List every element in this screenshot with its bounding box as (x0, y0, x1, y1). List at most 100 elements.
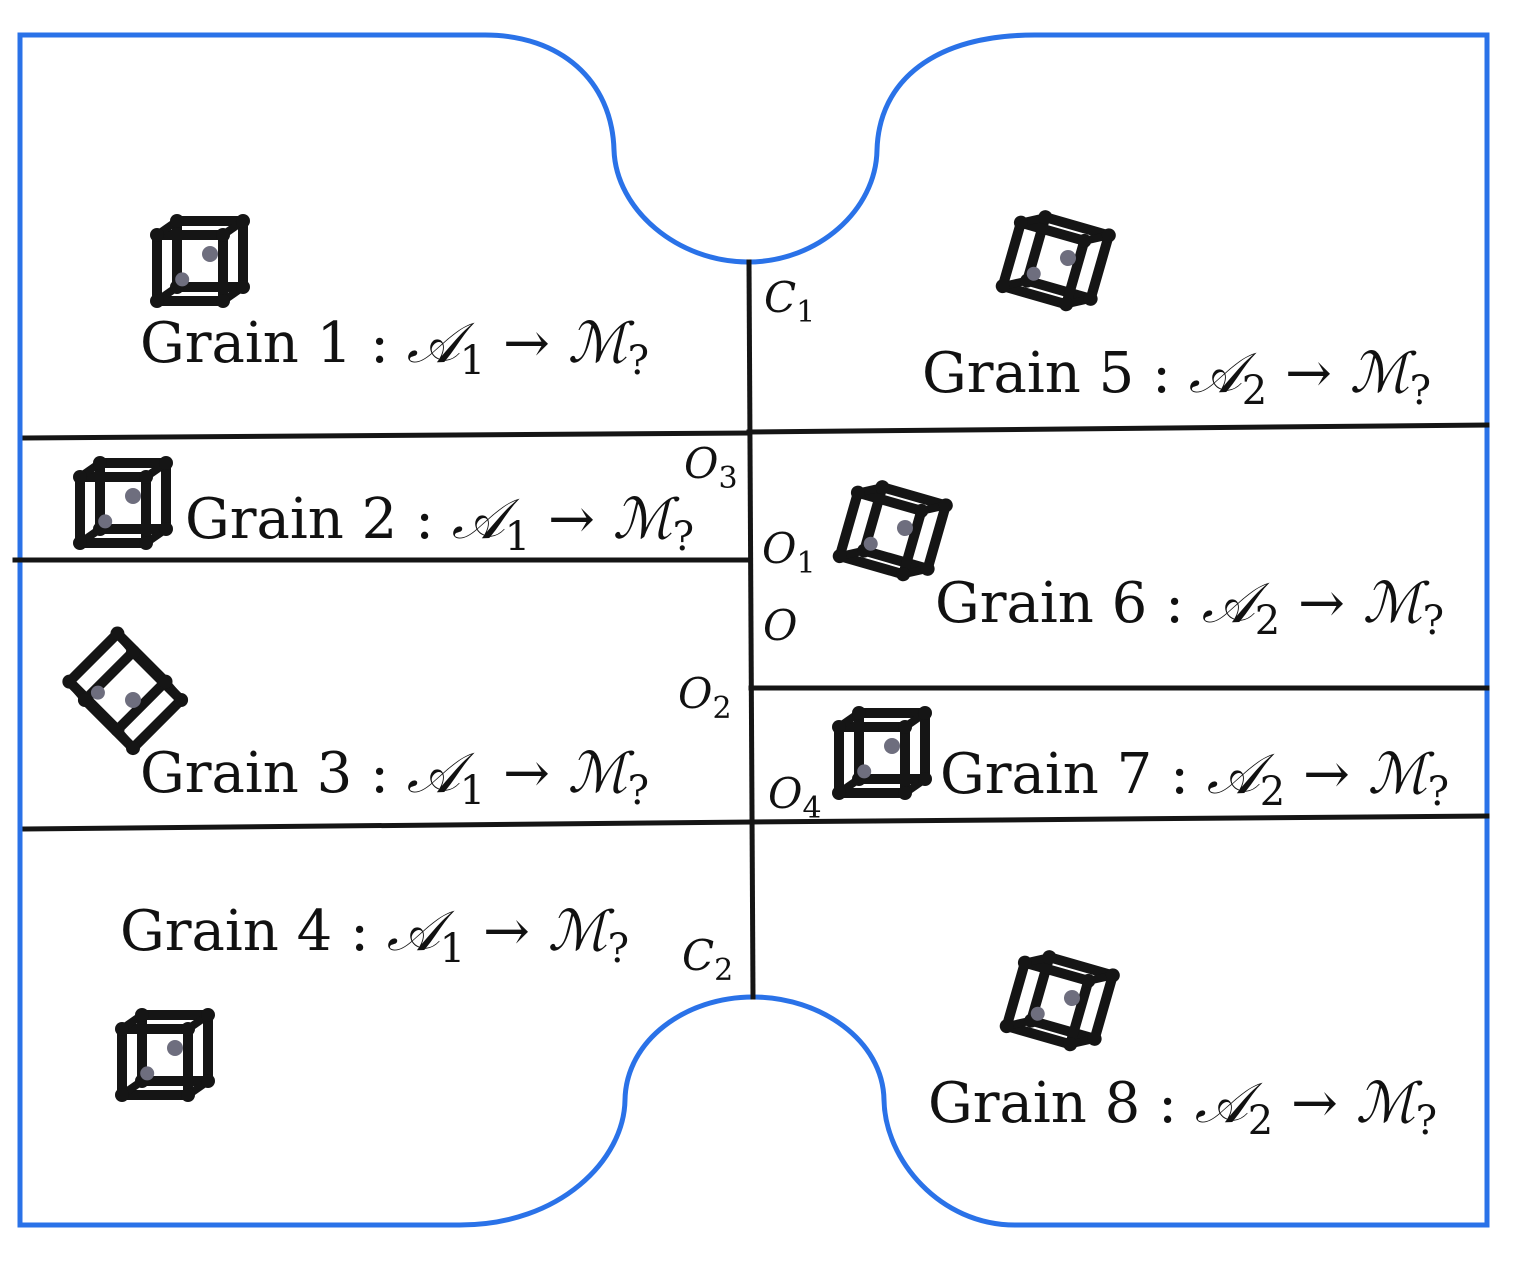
grain-word: Grain (928, 1071, 1105, 1136)
austenite-index: 1 (460, 768, 485, 814)
grain-number: 8 (1105, 1071, 1141, 1136)
boundary-grain-1-2 (22, 430, 752, 441)
point-subscript: 4 (802, 791, 821, 826)
cube-lattice-icon (62, 626, 189, 756)
martensite-index: ? (1416, 1098, 1437, 1144)
martensite-symbol: ℳ (568, 311, 635, 376)
grain-word: Grain (120, 899, 297, 964)
martensite-index: ? (1410, 368, 1431, 414)
grain-number: 4 (297, 899, 333, 964)
crystal-icons (62, 210, 1120, 1102)
arrow: → (485, 311, 568, 376)
point-letter: O (678, 669, 712, 718)
point-subscript: 1 (796, 295, 815, 330)
martensite-symbol: ℳ (1350, 341, 1417, 406)
grain-8-label: Grain 8 : 𝒜2 → ℳ? (928, 1071, 1437, 1144)
cube-lattice-icon (999, 950, 1120, 1052)
separator: : (1152, 742, 1206, 807)
austenite-index: 1 (440, 926, 465, 972)
specimen-outline (17, 32, 1490, 1228)
central-boundary-c1-c2 (746, 259, 756, 1000)
grain-4-label: Grain 4 : 𝒜1 → ℳ? (120, 899, 629, 972)
austenite-index: 2 (1255, 598, 1280, 644)
grain-6-label: Grain 6 : 𝒜2 → ℳ? (935, 571, 1444, 644)
grain-word: Grain (140, 741, 317, 806)
austenite-index: 2 (1248, 1098, 1273, 1144)
point-label-O3: O3 (684, 439, 738, 496)
boundary-grain-5-6 (746, 422, 1490, 435)
austenite-index: 1 (505, 514, 530, 560)
point-subscript: 2 (712, 691, 731, 726)
martensite-symbol: ℳ (1356, 1071, 1423, 1136)
separator: : (332, 899, 386, 964)
arrow: → (465, 899, 548, 964)
point-subscript: 3 (718, 461, 737, 496)
separator: : (352, 741, 406, 806)
arrow: → (485, 741, 568, 806)
boundary-grain-7-8 (748, 813, 1490, 825)
cube-lattice-icon (832, 480, 953, 582)
arrow: → (1285, 742, 1368, 807)
grain-word: Grain (940, 742, 1117, 807)
cube-lattice-icon (115, 1008, 215, 1102)
point-subscript: 2 (714, 953, 733, 988)
martensite-index: ? (673, 514, 694, 560)
grain-number: 1 (317, 311, 353, 376)
grain-word: Grain (185, 487, 362, 552)
point-label-O4: O4 (768, 769, 822, 826)
grain-number: 2 (362, 487, 398, 552)
grain-number: 3 (317, 741, 353, 806)
grain-word: Grain (140, 311, 317, 376)
arrow: → (1273, 1071, 1356, 1136)
separator: : (352, 311, 406, 376)
grain-3-label: Grain 3 : 𝒜1 → ℳ? (140, 741, 649, 814)
boundary-grain-3-4 (22, 819, 754, 832)
martensite-index: ? (628, 768, 649, 814)
grain-word: Grain (922, 341, 1099, 406)
point-letter: O (768, 769, 802, 818)
point-label-O: O (763, 601, 797, 650)
arrow: → (530, 487, 613, 552)
point-letter: C (682, 931, 714, 980)
martensite-symbol: ℳ (613, 487, 680, 552)
martensite-symbol: ℳ (1368, 742, 1435, 807)
separator: : (1134, 341, 1188, 406)
point-labels: C1 O3 O1 O O2 O4 C2 (678, 273, 822, 988)
point-label-O2: O2 (678, 669, 732, 726)
austenite-index: 2 (1242, 368, 1267, 414)
martensite-symbol: ℳ (568, 741, 635, 806)
separator: : (1140, 1071, 1194, 1136)
point-label-O1: O1 (762, 524, 816, 581)
grain-5-label: Grain 5 : 𝒜2 → ℳ? (922, 341, 1431, 414)
martensite-symbol: ℳ (1363, 571, 1430, 636)
austenite-index: 1 (460, 338, 485, 384)
grain-number: 6 (1112, 571, 1148, 636)
point-label-C2: C2 (682, 931, 733, 988)
grain-word: Grain (935, 571, 1112, 636)
point-letter: O (684, 439, 718, 488)
point-label-C1: C1 (764, 273, 815, 330)
grain-7-label: Grain 7 : 𝒜2 → ℳ? (940, 742, 1449, 815)
grain-number: 5 (1099, 341, 1135, 406)
grain-labels: Grain 1 : 𝒜1 → ℳ? Grain 2 : 𝒜1 → ℳ? Grai… (120, 311, 1449, 1144)
grain-2-label: Grain 2 : 𝒜1 → ℳ? (185, 487, 694, 560)
martensite-index: ? (608, 926, 629, 972)
arrow: → (1280, 571, 1363, 636)
grain-boundaries (12, 259, 1490, 1000)
cube-lattice-icon (150, 214, 250, 308)
cube-lattice-icon (832, 706, 932, 800)
separator: : (1147, 571, 1201, 636)
arrow: → (1267, 341, 1350, 406)
cube-lattice-icon (995, 210, 1116, 312)
martensite-index: ? (1423, 598, 1444, 644)
cube-lattice-icon (73, 456, 173, 550)
grain-1-label: Grain 1 : 𝒜1 → ℳ? (140, 311, 649, 384)
point-letter: C (764, 273, 796, 322)
martensite-index: ? (1428, 769, 1449, 815)
point-letter: O (762, 524, 796, 573)
austenite-index: 2 (1260, 769, 1285, 815)
martensite-symbol: ℳ (548, 899, 615, 964)
point-subscript: 1 (796, 546, 815, 581)
